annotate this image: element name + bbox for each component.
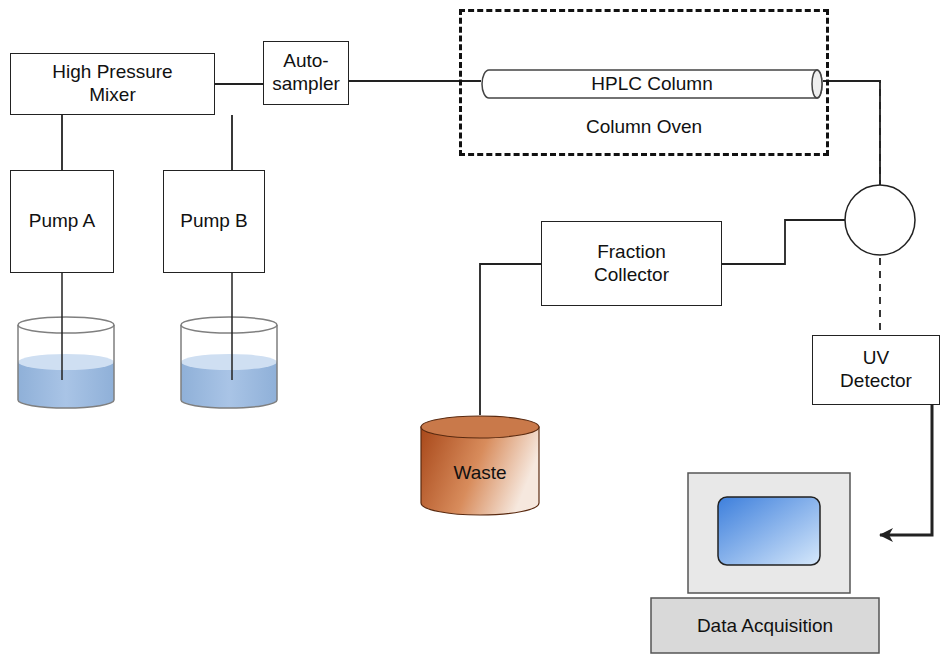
connector (231, 115, 233, 170)
fraction-collector-box: Fraction Collector (541, 221, 722, 306)
pump-box: Pump A (10, 170, 114, 273)
node-label: Auto- sampler (270, 50, 342, 96)
uv-detector-box: UV Detector (812, 335, 940, 405)
column-end (812, 70, 822, 98)
node-text-group: Pump B (180, 210, 248, 233)
node-label: Column Oven (462, 116, 826, 139)
monitor-frame (688, 473, 850, 593)
beaker-wall (181, 325, 277, 408)
node-text-group: Waste (420, 441, 540, 505)
beaker-wall (18, 325, 114, 408)
node-label: UV Detector (831, 347, 921, 393)
node-label: Pump B (180, 210, 248, 233)
node-label: Pump A (29, 210, 96, 233)
switching-valve (845, 185, 915, 255)
connector (880, 405, 932, 535)
node-label: Fraction Collector (582, 241, 682, 287)
column-oven: Column Oven HPLC Column (459, 9, 829, 156)
beaker-rim (181, 317, 277, 333)
data-acquisition-computer: Data Acquisition (650, 472, 880, 654)
column-body (482, 70, 822, 98)
solvent-beaker (181, 273, 277, 408)
mixer-box: High Pressure Mixer (10, 53, 215, 115)
solvent-beakers (18, 273, 277, 408)
autosampler-box: Auto- sampler (263, 41, 349, 105)
beaker-rim (18, 317, 114, 333)
node-label: HPLC Column (591, 73, 712, 96)
solvent-tube (231, 273, 233, 380)
node-label: Data Acquisition (697, 615, 833, 638)
node-text-group: Fraction Collector (582, 241, 682, 287)
computer-base (651, 598, 879, 653)
waste-lid (421, 416, 539, 438)
solvent-beaker (18, 273, 114, 408)
connector (480, 264, 541, 415)
liquid-surface (181, 354, 277, 370)
waste-body (421, 427, 539, 515)
node-text-group: Pump A (29, 210, 96, 233)
node-label: High Pressure Mixer (38, 61, 188, 107)
node-text-group: Column Oven (462, 116, 826, 139)
node-text-group: High Pressure Mixer (38, 61, 188, 107)
liquid-surface (18, 354, 114, 370)
node-text-group: Data Acquisition (650, 598, 880, 654)
node-text-group: Auto- sampler (270, 50, 342, 96)
connector (215, 83, 263, 85)
connector (61, 115, 63, 170)
node-label: Waste (453, 462, 506, 485)
waste-container: Waste (420, 415, 540, 515)
node-text-group: HPLC Column (481, 69, 823, 99)
node-text-group: UV Detector (831, 347, 921, 393)
hplc-column: HPLC Column (481, 69, 823, 99)
solvent-tube (61, 273, 63, 380)
monitor-screen (718, 497, 820, 565)
pump-box: Pump B (163, 170, 265, 273)
